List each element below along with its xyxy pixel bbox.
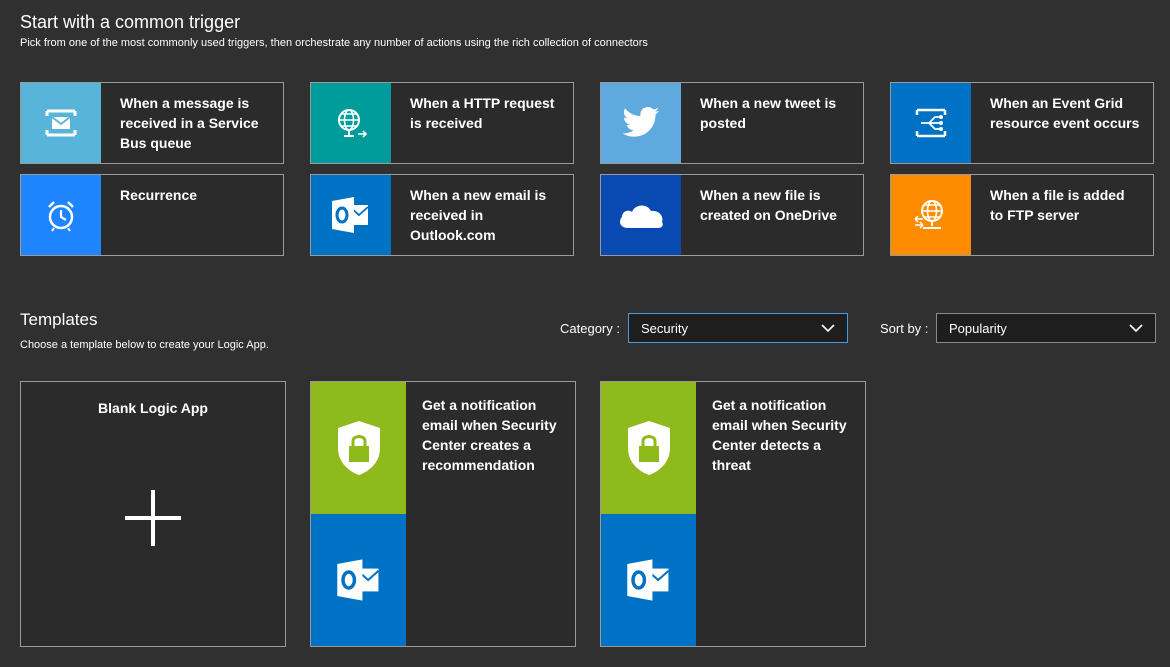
chevron-down-icon (1129, 323, 1143, 333)
event-grid-icon (891, 83, 971, 163)
page-title: Start with a common trigger (20, 12, 241, 32)
ftp-icon (891, 175, 971, 255)
trigger-ftp[interactable]: When a file is added to FTP server (890, 174, 1154, 256)
trigger-onedrive[interactable]: When a new file is created on OneDrive (600, 174, 864, 256)
trigger-label: Recurrence (120, 187, 198, 203)
twitter-icon (601, 83, 681, 163)
trigger-label: When a new tweet is posted (700, 95, 837, 131)
trigger-label: When a message is received in a Service … (120, 95, 259, 151)
templates-title: Templates (20, 310, 98, 329)
trigger-label: When a file is added to FTP server (990, 187, 1125, 223)
outlook-icon (601, 514, 696, 646)
trigger-service-bus[interactable]: When a message is received in a Service … (20, 82, 284, 164)
trigger-label: When a new file is created on OneDrive (700, 187, 837, 223)
trigger-label: When an Event Grid resource event occurs (990, 95, 1140, 131)
trigger-recurrence[interactable]: Recurrence (20, 174, 284, 256)
security-center-icon (601, 382, 696, 514)
outlook-icon (311, 175, 391, 255)
template-label: Get a notification email when Security C… (422, 397, 557, 473)
trigger-twitter[interactable]: When a new tweet is posted (600, 82, 864, 164)
security-center-icon (311, 382, 406, 514)
template-label: Get a notification email when Security C… (712, 397, 847, 473)
trigger-http-request[interactable]: When a HTTP request is received (310, 82, 574, 164)
trigger-outlook-email[interactable]: When a new email is received in Outlook.… (310, 174, 574, 256)
onedrive-icon (601, 175, 681, 255)
template-label: Blank Logic App (98, 400, 208, 416)
template-security-threat[interactable]: Get a notification email when Security C… (600, 381, 866, 647)
category-label: Category : (560, 321, 620, 336)
category-value: Security (641, 320, 688, 336)
service-bus-icon (21, 83, 101, 163)
templates-subtitle: Choose a template below to create your L… (20, 339, 269, 351)
trigger-event-grid[interactable]: When an Event Grid resource event occurs (890, 82, 1154, 164)
alarm-clock-icon (21, 175, 101, 255)
outlook-icon (311, 514, 406, 646)
template-blank-logic-app[interactable]: Blank Logic App (20, 381, 286, 647)
page-subtitle: Pick from one of the most commonly used … (20, 37, 648, 49)
trigger-label: When a new email is received in Outlook.… (410, 187, 547, 243)
chevron-down-icon (821, 323, 835, 333)
plus-icon (123, 488, 183, 548)
category-select[interactable]: Security (628, 313, 848, 343)
trigger-label: When a HTTP request is received (410, 95, 555, 131)
sort-label: Sort by : (880, 321, 929, 336)
sort-select[interactable]: Popularity (936, 313, 1156, 343)
http-request-icon (311, 83, 391, 163)
template-security-recommendation[interactable]: Get a notification email when Security C… (310, 381, 576, 647)
sort-value: Popularity (949, 320, 1007, 336)
